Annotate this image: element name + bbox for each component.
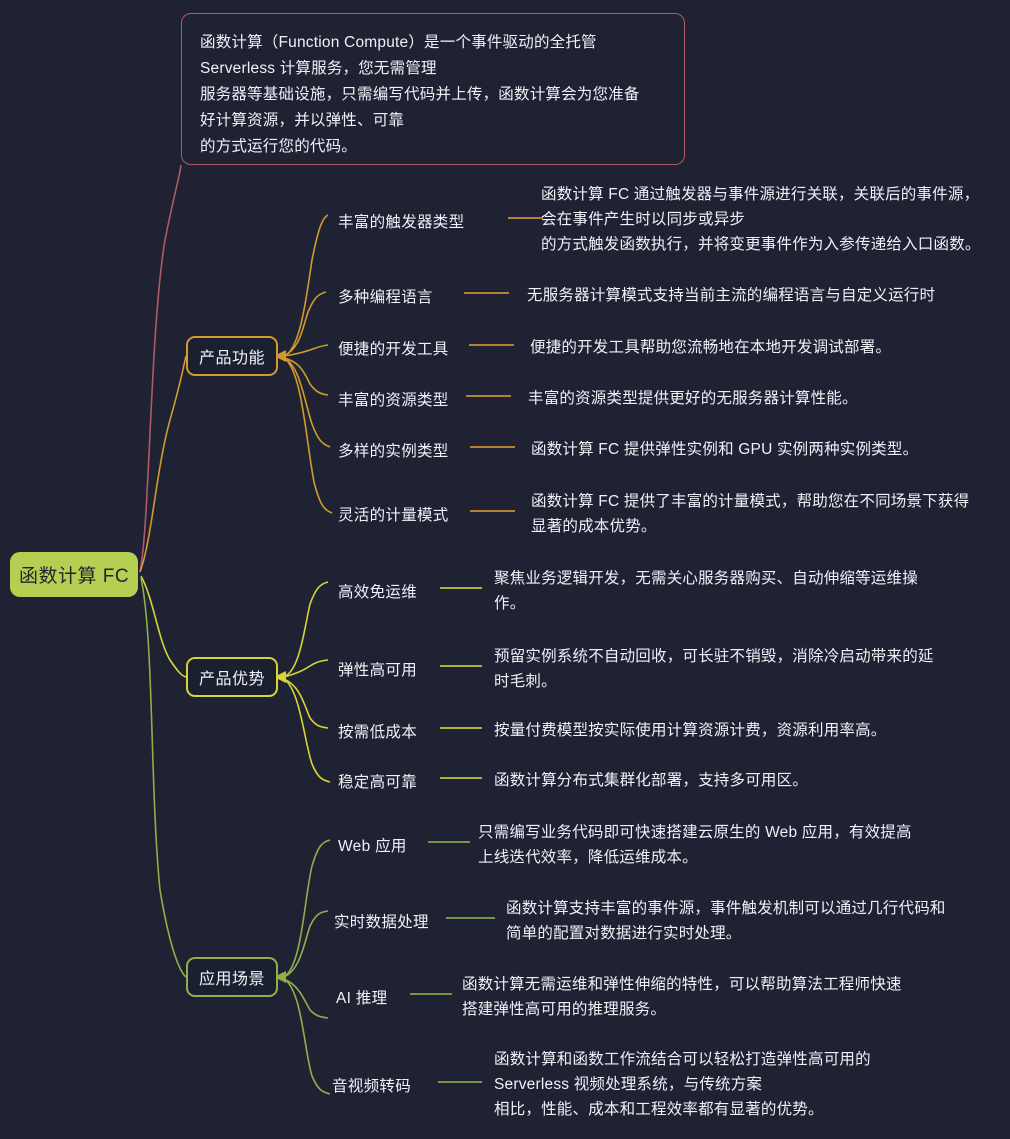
leaf-label[interactable]: 多样的实例类型 (338, 443, 449, 460)
branch-node-label: 应用场景 (198, 971, 265, 988)
leaf-label[interactable]: 丰富的触发器类型 (338, 214, 465, 231)
leaf-label[interactable]: 稳定高可靠 (338, 774, 418, 791)
root-node[interactable]: 函数计算 FC (10, 552, 138, 597)
branch-node-use-cases[interactable]: 应用场景 (186, 957, 278, 997)
branch-node-label: 产品功能 (198, 350, 265, 367)
leaf-description: 函数计算和函数工作流结合可以轻松打造弹性高可用的 Serverless 视频处理… (494, 1051, 871, 1118)
leaf-description: 按量付费模型按实际使用计算资源计费，资源利用率高。 (494, 722, 887, 739)
leaf-description: 丰富的资源类型提供更好的无服务器计算性能。 (528, 390, 858, 407)
dashes-branch-2 (410, 841, 495, 1083)
wire-root-branch-1 (140, 575, 187, 678)
root-node-label: 函数计算 FC (18, 566, 130, 587)
wires-branch-0 (283, 214, 333, 514)
leaf-description: 函数计算无需运维和弹性伸缩的特性，可以帮助算法工程师快速 搭建弹性高可用的推理服… (462, 976, 902, 1018)
wire-root-description (139, 164, 182, 573)
root-description-text: 函数计算（Function Compute）是一个事件驱动的全托管 Server… (200, 34, 640, 155)
leaf-label[interactable]: Web 应用 (338, 838, 407, 855)
leaf-label[interactable]: AI 推理 (336, 990, 388, 1007)
leaf-label[interactable]: 丰富的资源类型 (338, 392, 449, 409)
wire-root-branch-0 (139, 355, 187, 573)
wires-branch-2 (283, 839, 331, 1095)
leaf-label[interactable]: 高效免运维 (338, 584, 418, 601)
root-description-box: 函数计算（Function Compute）是一个事件驱动的全托管 Server… (181, 13, 685, 165)
branch-node-product-advantages[interactable]: 产品优势 (186, 657, 278, 697)
dashes-branch-0 (464, 217, 543, 512)
leaf-description: 函数计算 FC 通过触发器与事件源进行关联，关联后的事件源， 会在事件产生时以同… (541, 186, 981, 253)
leaf-label[interactable]: 灵活的计量模式 (338, 507, 449, 524)
leaf-label[interactable]: 便捷的开发工具 (338, 341, 449, 358)
leaf-label[interactable]: 弹性高可用 (338, 662, 418, 679)
wire-root-branch-2 (140, 577, 187, 978)
branch-node-label: 产品优势 (198, 671, 265, 688)
wires-branch-1 (283, 581, 331, 783)
branch-node-product-features[interactable]: 产品功能 (186, 336, 278, 376)
leaf-label[interactable]: 实时数据处理 (334, 914, 429, 931)
leaf-description: 预留实例系统不自动回收，可长驻不销毁，消除冷启动带来的延 时毛刺。 (494, 648, 934, 690)
leaf-description: 函数计算分布式集群化部署，支持多可用区。 (494, 772, 809, 789)
leaf-description: 函数计算 FC 提供了丰富的计量模式，帮助您在不同场景下获得 显著的成本优势。 (531, 493, 970, 535)
leaf-label[interactable]: 按需低成本 (338, 724, 418, 741)
leaf-label[interactable]: 音视频转码 (332, 1078, 412, 1095)
leaf-description: 聚焦业务逻辑开发，无需关心服务器购买、自动伸缩等运维操 作。 (494, 570, 918, 612)
leaf-description: 函数计算支持丰富的事件源，事件触发机制可以通过几行代码和 简单的配置对数据进行实… (506, 900, 946, 942)
leaf-description: 便捷的开发工具帮助您流畅地在本地开发调试部署。 (530, 339, 892, 356)
leaf-description: 无服务器计算模式支持当前主流的编程语言与自定义运行时 (527, 287, 936, 304)
leaf-label[interactable]: 多种编程语言 (338, 289, 433, 306)
leaf-description: 只需编写业务代码即可快速搭建云原生的 Web 应用，有效提高 上线迭代效率，降低… (478, 824, 912, 866)
dashes-branch-1 (440, 587, 482, 779)
leaf-description: 函数计算 FC 提供弹性实例和 GPU 实例两种实例类型。 (531, 441, 919, 458)
